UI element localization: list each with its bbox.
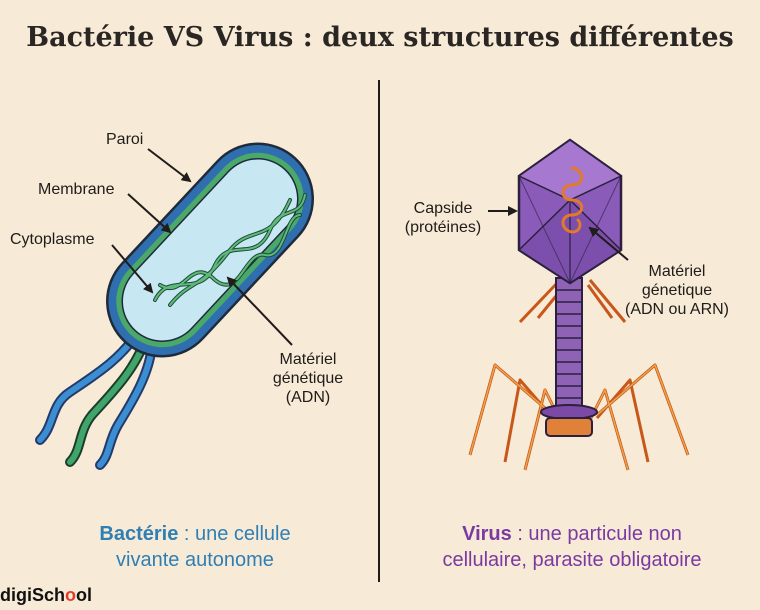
logo-part2: o xyxy=(65,585,77,605)
label-cytoplasm: Cytoplasme xyxy=(10,231,95,248)
page-title: Bactérie VS Virus : deux structures diff… xyxy=(26,22,734,53)
bacteria-flagella xyxy=(35,327,157,470)
label-bacteria-genetic-line1: Matériel xyxy=(279,351,337,368)
virus-arrows xyxy=(488,206,629,261)
label-capsid-line2: (protéines) xyxy=(404,219,482,236)
label-capsid-line1: Capside xyxy=(413,200,473,217)
bacteria-cell xyxy=(106,142,314,358)
virus-caption-bold: Virus xyxy=(462,523,512,545)
bacteria-caption-rest: : une cellule xyxy=(178,523,291,545)
label-virus-genetic-line3: (ADN ou ARN) xyxy=(624,301,730,318)
label-virus-genetic: Matériel génetique (ADN ou ARN) xyxy=(612,262,742,319)
logo-part3: ol xyxy=(76,585,93,605)
virus-caption-line2: cellulaire, parasite obligatoire xyxy=(442,549,702,571)
bacteria-caption: Bactérie : une cellule vivante autonome xyxy=(40,521,350,573)
center-divider xyxy=(378,80,380,582)
bacteria-caption-bold: Bactérie xyxy=(99,523,179,545)
virus-caption: Virus : une particule non cellulaire, pa… xyxy=(392,521,752,573)
label-bacteria-genetic: Matériel génétique (ADN) xyxy=(268,350,348,407)
virus-capsid xyxy=(517,138,623,285)
bacteria-arrows xyxy=(111,148,293,346)
label-bacteria-genetic-line2: génétique xyxy=(272,370,344,387)
digischool-logo: digiSchool xyxy=(0,585,92,606)
bacteria-caption-line2: vivante autonome xyxy=(116,549,274,571)
label-virus-genetic-line1: Matériel xyxy=(648,263,706,280)
virus-tail xyxy=(540,277,598,437)
virus-genetic-material xyxy=(561,166,584,234)
virus-caption-rest: : une particule non xyxy=(511,523,682,545)
label-membrane: Membrane xyxy=(38,181,115,198)
bacteria-dna-highlight xyxy=(154,194,306,306)
logo-part1: digiSch xyxy=(0,585,66,605)
label-capsid: Capside (protéines) xyxy=(398,199,488,237)
label-wall: Paroi xyxy=(106,131,144,148)
label-bacteria-genetic-line3: (ADN) xyxy=(285,389,331,406)
label-virus-genetic-line2: génetique xyxy=(641,282,713,299)
